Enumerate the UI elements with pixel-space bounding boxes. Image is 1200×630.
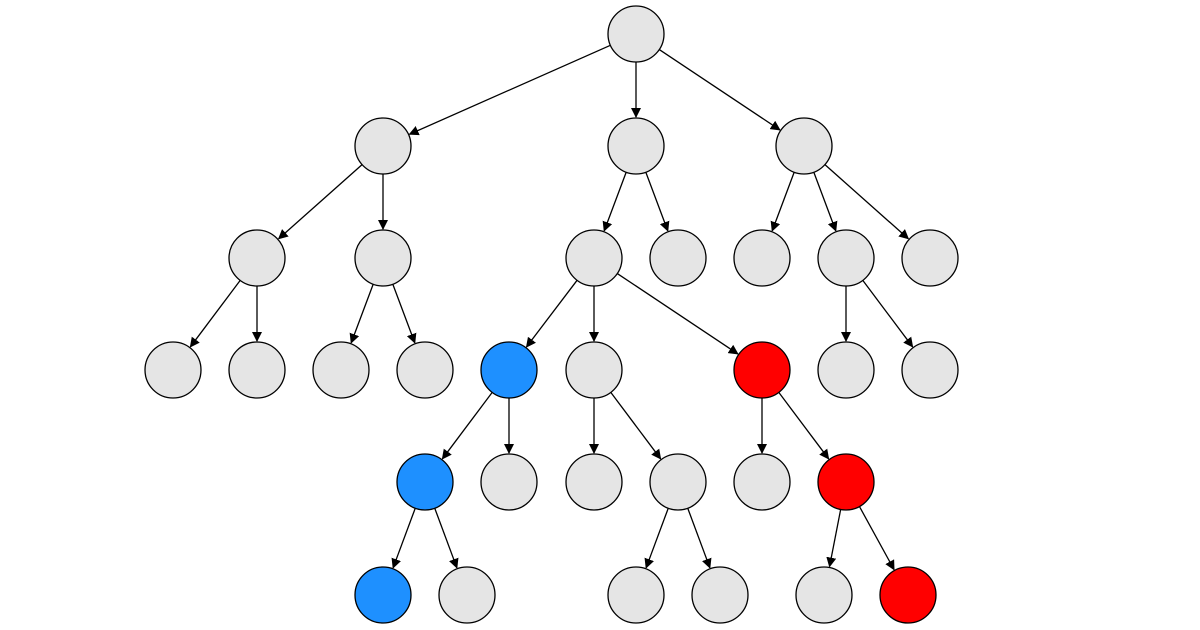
edge-n0-n3 [658,48,781,131]
tree-node-n19 [901,341,959,399]
tree-node-n14 [396,341,454,399]
tree-node-n28 [607,566,665,624]
tree-node-n27 [438,566,496,624]
edge-n6-n17 [616,272,739,355]
edge-n9-n19 [862,280,914,348]
tree-node-n21 [480,453,538,511]
edge-n15-n20 [441,392,493,460]
edge-n6-n15 [525,279,578,348]
tree-node-n23 [649,453,707,511]
node-layer [144,5,959,624]
edge-n1-n4 [277,164,363,240]
edge-n17-n25 [778,392,830,460]
edge-n4-n11 [189,280,241,348]
edge-n16-n23 [610,392,662,460]
edge-n20-n26 [391,508,416,569]
edge-n3-n10 [824,164,910,240]
edge-layer [189,44,914,571]
edge-n23-n28 [644,508,669,569]
edge-n2-n6 [602,171,627,232]
tree-node-n12 [228,341,286,399]
edge-n23-n29 [687,508,712,569]
edge-n5-n13 [349,283,374,344]
edge-n20-n27 [434,508,459,569]
edge-n25-n30 [826,509,842,568]
tree-node-n4 [228,229,286,287]
edge-n3-n9 [813,171,838,232]
tree-node-n22 [565,453,623,511]
tree-node-n0 [607,5,665,63]
tree-node-n30 [795,566,853,624]
tree-node-n18 [817,341,875,399]
edge-n25-n31 [858,506,895,571]
edge-n5-n14 [392,283,417,344]
tree-node-n8 [733,229,791,287]
tree-node-n25-red [817,453,875,511]
tree-node-n5 [354,229,412,287]
tree-node-n7 [649,229,707,287]
tree-node-n29 [691,566,749,624]
tree-node-n6 [565,229,623,287]
tree-node-n16 [565,341,623,399]
tree-node-n9 [817,229,875,287]
tree-node-n10 [901,229,959,287]
tree-node-n20-blue [396,453,454,511]
tree-node-n3 [775,117,833,175]
edge-n0-n1 [408,44,611,136]
tree-node-n13 [312,341,370,399]
tree-node-n2 [607,117,665,175]
tree-node-n15-blue [480,341,538,399]
tree-node-n1 [354,117,412,175]
edge-n2-n7 [645,171,670,232]
tree-node-n26-blue [354,566,412,624]
tree-node-n11 [144,341,202,399]
tree-node-n24 [733,453,791,511]
edge-n3-n8 [770,171,795,232]
tree-node-n17-red [733,341,791,399]
tree-node-n31-red [879,566,937,624]
